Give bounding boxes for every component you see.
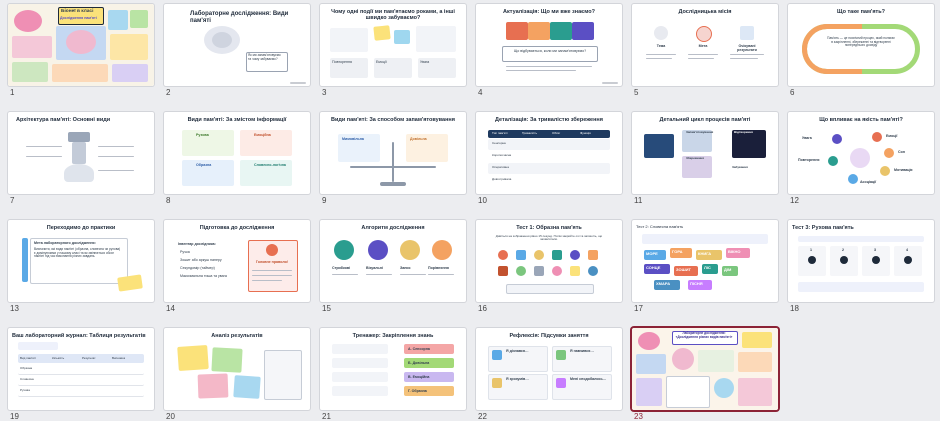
slide-title: Лабораторне дослідження: Види пам'яті	[190, 11, 289, 24]
slide-preview: Тест 3: Рухова пам'ять 1 2 3 4	[788, 220, 934, 302]
slide-title: Детальний цикл процесів пам'яті	[659, 117, 751, 123]
slide-title: Аналіз результатів	[211, 333, 263, 339]
slide-title: Тренажер: Закріплення знань	[352, 333, 434, 339]
slide-thumbnail-20[interactable]: Аналіз результатів 20	[164, 328, 310, 421]
slide-number: 9	[322, 196, 327, 205]
slide-thumbnail-3[interactable]: Чому одні події ми пам'ятаємо роками, а …	[320, 4, 466, 97]
slide-title: Лабораторне дослідження: «Дослідження рі…	[675, 331, 733, 339]
slide-preview: Архітектура пам'яті: Основні види	[8, 112, 154, 194]
slide-preview: Лабораторне дослідження: Види пам'яті Як…	[164, 4, 310, 86]
slide-number: 11	[634, 196, 643, 205]
slide-thumbnail-22[interactable]: Рефлексія: Підсумки заняття Я дізнався… …	[476, 328, 622, 421]
slide-sorter-grid: Біонеї в класі Дослідження пам'яті 1 Лаб…	[8, 4, 934, 421]
slide-thumbnail-21[interactable]: Тренажер: Закріплення знань А. Сенсорна …	[320, 328, 466, 421]
slide-preview: Чому одні події ми пам'ятаємо роками, а …	[320, 4, 466, 86]
slide-preview: Лабораторне дослідження: «Дослідження рі…	[632, 328, 778, 410]
slide-number: 7	[10, 196, 15, 205]
slide-number: 5	[634, 88, 639, 97]
slide-title: Деталізація: За тривалістю збереження	[495, 117, 603, 123]
slide-thumbnail-4[interactable]: Актуалізація: Що ми вже знаємо? Що відбу…	[476, 4, 622, 97]
slide-preview: Рефлексія: Підсумки заняття Я дізнався… …	[476, 328, 622, 410]
slide-title: Алгоритм дослідження	[361, 225, 425, 231]
slide-title: Дослідницька місія	[678, 9, 732, 15]
slide-thumbnail-14[interactable]: Підготовка до дослідження Інвентар дослі…	[164, 220, 310, 313]
slide-thumbnail-18[interactable]: Тест 3: Рухова пам'ять 1 2 3 4 18	[788, 220, 934, 313]
slide-title: Рефлексія: Підсумки заняття	[509, 333, 589, 339]
slide-title: Тест 1: Образна пам'ять	[516, 225, 582, 231]
slide-title: Переходимо до практики	[46, 225, 116, 231]
slide-thumbnail-19[interactable]: Ваш лабораторний журнал: Таблиця результ…	[8, 328, 154, 421]
slide-title: Види пам'яті: За способом запам'ятовуван…	[331, 117, 455, 123]
slide-thumbnail-1[interactable]: Біонеї в класі Дослідження пам'яті 1	[8, 4, 154, 97]
slide-number: 14	[166, 304, 175, 313]
slide-thumbnail-10[interactable]: Деталізація: За тривалістю збереження Ти…	[476, 112, 622, 205]
slide-preview: Дослідницька місія Тема Мета Очікувані р…	[632, 4, 778, 86]
slide-title: Архітектура пам'яті: Основні види	[16, 117, 111, 123]
slide-title: Що таке пам'ять?	[837, 9, 885, 15]
slide-preview: Деталізація: За тривалістю збереження Ти…	[476, 112, 622, 194]
slide-title: Підготовка до дослідження	[199, 225, 275, 231]
slide-1-title: Біонеї в класі	[61, 9, 94, 14]
slide-number: 16	[478, 304, 487, 313]
slide-number: 3	[322, 88, 327, 97]
slide-preview: Аналіз результатів	[164, 328, 310, 410]
slide-thumbnail-13[interactable]: Переходимо до практики Мета лабораторног…	[8, 220, 154, 313]
slide-number: 1	[10, 88, 15, 97]
slide-title: Що впливає на якість пам'яті?	[819, 117, 903, 123]
slide-preview: Види пам'яті: За змістом інформації Рухо…	[164, 112, 310, 194]
slide-preview: Підготовка до дослідження Інвентар дослі…	[164, 220, 310, 302]
slide-preview: Тренажер: Закріплення знань А. Сенсорна …	[320, 328, 466, 410]
slide-preview: Переходимо до практики Мета лабораторног…	[8, 220, 154, 302]
slide-thumbnail-17[interactable]: Тест 2: Словесна пам'ять МОРЕ ГОРА КНИГА…	[632, 220, 778, 313]
slide-number: 13	[10, 304, 19, 313]
slide-thumbnail-23[interactable]: Лабораторне дослідження: «Дослідження рі…	[632, 328, 778, 421]
slide-number: 4	[478, 88, 483, 97]
slide-title: Тест 2: Словесна пам'ять	[636, 224, 684, 229]
slide-preview: Тест 2: Словесна пам'ять МОРЕ ГОРА КНИГА…	[632, 220, 778, 302]
slide-title: Актуалізація: Що ми вже знаємо?	[503, 9, 595, 15]
slide-thumbnail-16[interactable]: Тест 1: Образна пам'ять Дивіться на зобр…	[476, 220, 622, 313]
slide-number: 8	[166, 196, 171, 205]
slide-preview: Що таке пам'ять? Пам'ять — це психічний …	[788, 4, 934, 86]
slide-preview: Що впливає на якість пам'яті? Увага Повт…	[788, 112, 934, 194]
slide-thumbnail-12[interactable]: Що впливає на якість пам'яті? Увага Повт…	[788, 112, 934, 205]
slide-thumbnail-6[interactable]: Що таке пам'ять? Пам'ять — це психічний …	[788, 4, 934, 97]
slide-title: Чому одні події ми пам'ятаємо роками, а …	[331, 9, 455, 22]
slide-number: 12	[790, 196, 799, 205]
slide-title: Тест 3: Рухова пам'ять	[792, 225, 854, 231]
slide-thumbnail-15[interactable]: Алгоритм дослідження Стрибкові Візуальні…	[320, 220, 466, 313]
slide-title: Види пам'яті: За змістом інформації	[187, 117, 287, 123]
slide-preview: Алгоритм дослідження Стрибкові Візуальні…	[320, 220, 466, 302]
slide-thumbnail-11[interactable]: Детальний цикл процесів пам'яті Запам'ят…	[632, 112, 778, 205]
slide-preview: Тест 1: Образна пам'ять Дивіться на зобр…	[476, 220, 622, 302]
slide-thumbnail-9[interactable]: Види пам'яті: За способом запам'ятовуван…	[320, 112, 466, 205]
slide-thumbnail-5[interactable]: Дослідницька місія Тема Мета Очікувані р…	[632, 4, 778, 97]
slide-preview: Ваш лабораторний журнал: Таблиця результ…	[8, 328, 154, 410]
slide-title: Ваш лабораторний журнал: Таблиця результ…	[12, 333, 146, 339]
slide-number: 15	[322, 304, 331, 313]
slide-preview: Детальний цикл процесів пам'яті Запам'ят…	[632, 112, 778, 194]
slide-thumbnail-8[interactable]: Види пам'яті: За змістом інформації Рухо…	[164, 112, 310, 205]
slide-number: 2	[166, 88, 171, 97]
slide-thumbnail-7[interactable]: Архітектура пам'яті: Основні види 7	[8, 112, 154, 205]
slide-number: 18	[790, 304, 799, 313]
slide-thumbnail-2[interactable]: Лабораторне дослідження: Види пам'яті Як…	[164, 4, 310, 97]
slide-number: 10	[478, 196, 487, 205]
slide-preview: Види пам'яті: За способом запам'ятовуван…	[320, 112, 466, 194]
slide-number: 6	[790, 88, 795, 97]
slide-preview: Актуалізація: Що ми вже знаємо? Що відбу…	[476, 4, 622, 86]
slide-number: 17	[634, 304, 643, 313]
slide-preview: Біонеї в класі Дослідження пам'яті	[8, 4, 154, 86]
